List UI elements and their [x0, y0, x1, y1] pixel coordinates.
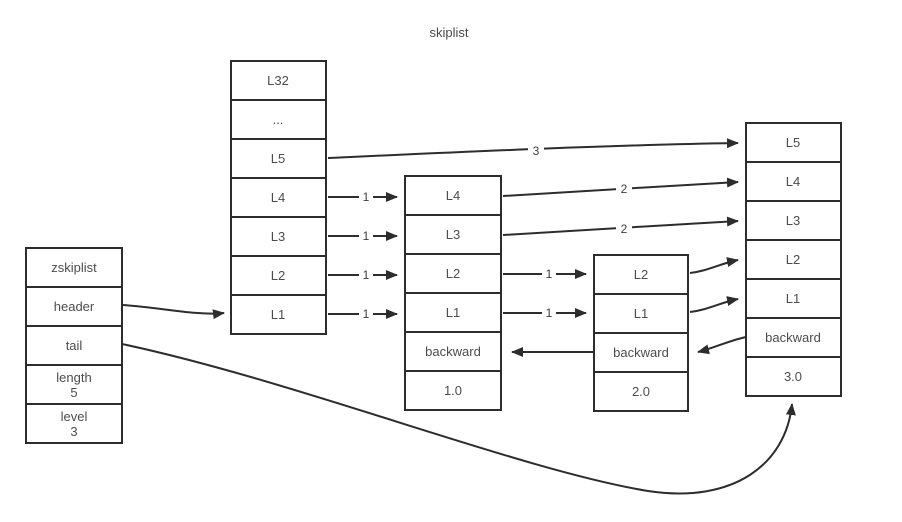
header-label-l32: L32	[267, 73, 289, 88]
node1-label-l1: L1	[446, 305, 460, 320]
node3-score: 3.0	[784, 369, 802, 384]
span1-hdr-l2-bg	[359, 268, 373, 281]
zskiplist-length-value: 5	[70, 385, 77, 400]
node3-label-l5: L5	[786, 135, 800, 150]
zskiplist-name-cell	[25, 247, 123, 288]
span1-hdr-l1-bg	[359, 307, 373, 320]
zskiplist-tail-label: tail	[66, 338, 83, 353]
header-cell-l3	[230, 216, 327, 257]
header-label-l5: L5	[271, 151, 285, 166]
arrow-header-pointer	[121, 304, 225, 320]
span-label-node1-l4: 2	[621, 182, 628, 196]
diagram-title: skiplist	[429, 25, 468, 40]
arrow-node2-l2-to-node3-l2	[689, 257, 739, 274]
arrow-node2-l1-to-node3-l1	[689, 296, 739, 313]
zskiplist-length-cell	[25, 364, 123, 405]
node3-cell-l4	[745, 161, 842, 202]
node3-label-l2: L2	[786, 252, 800, 267]
span-label-3: 3	[533, 144, 540, 158]
node3-cell-score	[745, 356, 842, 397]
node3-label-l1: L1	[786, 291, 800, 306]
node2-label-l1: L1	[634, 306, 648, 321]
node3-label-l4: L4	[786, 174, 800, 189]
node2-cell-score	[593, 371, 689, 412]
span-label-header-l3: 1	[363, 229, 370, 243]
node2-cell-l1	[593, 293, 689, 334]
header-cell-l32	[230, 60, 327, 101]
node2-score: 2.0	[632, 384, 650, 399]
span-labels: 3 1 1 1 1 2 2 1 1	[359, 144, 632, 321]
span1-hdr-l4-bg	[359, 190, 373, 203]
span-label-header-l4: 1	[363, 190, 370, 204]
arrow-tail-pointer	[121, 343, 796, 495]
span-label-node1-l3: 2	[621, 222, 628, 236]
span1-n1-l2-bg	[542, 267, 556, 280]
node-3: L5 L4 L3 L2 L1 backward 3.0	[745, 122, 842, 397]
node2-label-backward: backward	[613, 345, 669, 360]
span2-n1-l4-bg	[616, 182, 632, 196]
arrow-node3-backward-to-node2	[697, 336, 747, 355]
node1-label-backward: backward	[425, 344, 481, 359]
node3-label-l3: L3	[786, 213, 800, 228]
header-label-l3: L3	[271, 229, 285, 244]
node3-cell-l2	[745, 239, 842, 280]
zskiplist-name-label: zskiplist	[51, 260, 97, 275]
node1-cell-l1	[404, 292, 502, 333]
node1-cell-score	[404, 370, 502, 411]
node-2: L2 L1 backward 2.0	[593, 254, 689, 412]
node3-label-backward: backward	[765, 330, 821, 345]
header-label-l4: L4	[271, 190, 285, 205]
span-label-node1-l2: 1	[546, 267, 553, 281]
zskiplist-header-label: header	[54, 299, 95, 314]
zskiplist-struct: zskiplist header tail length 5 level 3	[25, 247, 123, 444]
header-label-ellipsis: ...	[273, 112, 284, 127]
node1-label-l2: L2	[446, 266, 460, 281]
span-label-node1-l1: 1	[546, 306, 553, 320]
span1-hdr-l3-bg	[359, 229, 373, 242]
node1-cell-l3	[404, 214, 502, 255]
node-1: L4 L3 L2 L1 backward 1.0	[404, 175, 502, 411]
node2-cell-l2	[593, 254, 689, 295]
node1-label-l3: L3	[446, 227, 460, 242]
zskiplist-level-cell	[25, 403, 123, 444]
node1-label-l4: L4	[446, 188, 460, 203]
header-cell-l5	[230, 138, 327, 179]
span-label-header-l2: 1	[363, 268, 370, 282]
node1-score: 1.0	[444, 383, 462, 398]
node2-label-l2: L2	[634, 267, 648, 282]
node1-cell-backward	[404, 331, 502, 372]
header-cell-l2	[230, 255, 327, 296]
header-label-l1: L1	[271, 307, 285, 322]
node3-cell-l5	[745, 122, 842, 163]
span2-n1-l3-bg	[616, 222, 632, 236]
zskiplist-length-label: length	[56, 370, 91, 385]
header-node: L32 ... L5 L4 L3 L2 L1	[230, 60, 327, 335]
header-label-l2: L2	[271, 268, 285, 283]
node3-cell-l1	[745, 278, 842, 319]
zskiplist-level-label: level	[61, 409, 88, 424]
span-label-header-l1: 1	[363, 307, 370, 321]
span1-n1-l1-bg	[542, 306, 556, 319]
header-cell-l1	[230, 294, 327, 335]
zskiplist-level-value: 3	[70, 424, 77, 439]
span3-label-bg	[528, 144, 544, 158]
